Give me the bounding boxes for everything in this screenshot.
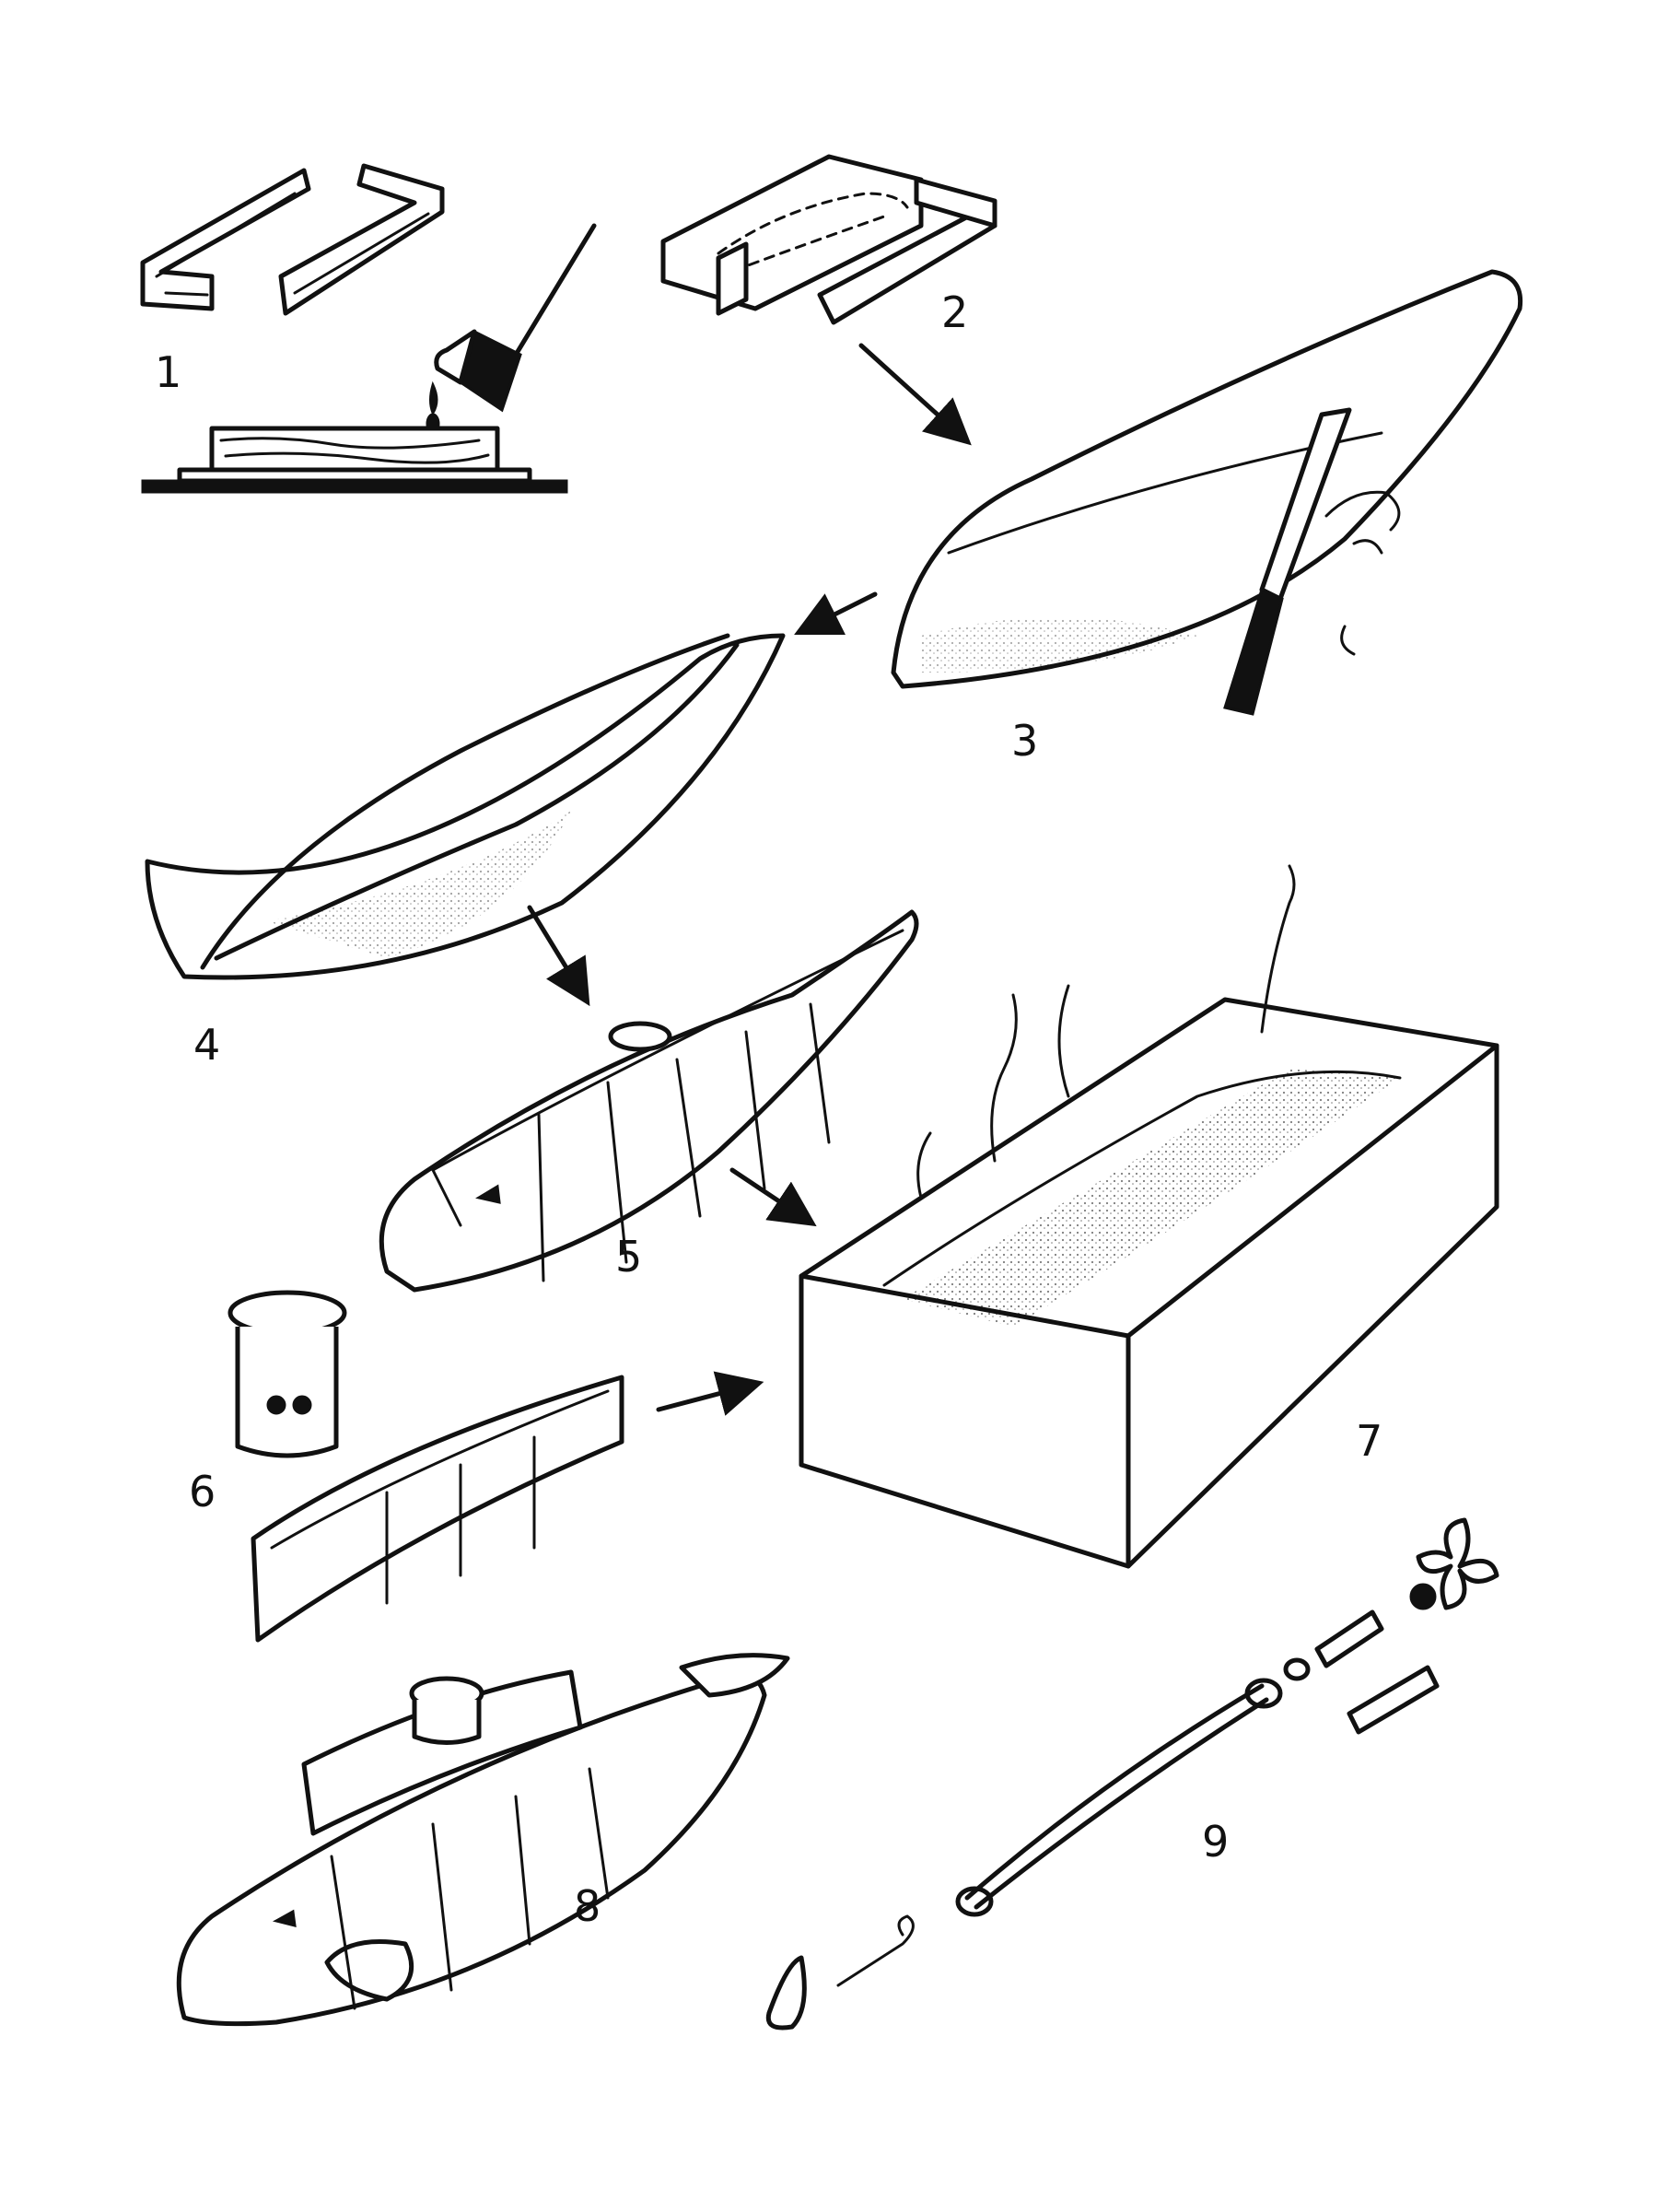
step-label-8: 8 bbox=[574, 1881, 601, 1931]
step-7-group: 7 bbox=[799, 864, 1499, 1569]
step-9-group: 9 bbox=[765, 1517, 1499, 2031]
step-6-group: 6 bbox=[189, 1290, 624, 1643]
rubber-band-motor-parts-icon bbox=[765, 1517, 1499, 2031]
conning-tower-cap-icon bbox=[227, 1290, 347, 1458]
wax-bath-tray-icon bbox=[799, 864, 1499, 1569]
carved-hull-icon bbox=[891, 269, 1523, 689]
step-1-group: 1 bbox=[140, 163, 597, 494]
glue-pot-icon bbox=[426, 223, 597, 435]
wooden-mold-frame-icon bbox=[140, 163, 445, 316]
step-label-6: 6 bbox=[189, 1467, 216, 1516]
finished-submarine-icon bbox=[176, 1653, 790, 2027]
arrow-2-to-3 bbox=[858, 343, 972, 446]
flow-arrows bbox=[527, 343, 972, 1416]
step-label-3: 3 bbox=[1011, 716, 1038, 766]
carving-knife-icon bbox=[1223, 407, 1401, 716]
split-hollow-hull-icon bbox=[145, 633, 786, 980]
arrow-5-to-7 bbox=[729, 1167, 817, 1227]
open-deck-frame-icon bbox=[251, 1375, 624, 1643]
step-5-group: 5 bbox=[379, 909, 919, 1293]
step-label-4: 4 bbox=[193, 1020, 220, 1070]
step-label-1: 1 bbox=[155, 347, 181, 397]
laminated-wood-block-icon bbox=[141, 426, 568, 494]
step-label-5: 5 bbox=[615, 1232, 642, 1282]
step-4-group: 4 bbox=[145, 633, 786, 1070]
step-2-group: 2 bbox=[660, 154, 997, 337]
step-label-2: 2 bbox=[941, 287, 968, 337]
arrow-6-to-7 bbox=[656, 1371, 764, 1416]
laminated-wood-block-icon bbox=[660, 154, 997, 325]
step-3-group: 3 bbox=[891, 269, 1523, 766]
step-label-9: 9 bbox=[1202, 1817, 1229, 1867]
arrow-4-to-5 bbox=[527, 905, 590, 1007]
step-8-group: 8 bbox=[176, 1653, 790, 2027]
planked-hull-icon bbox=[379, 909, 919, 1293]
step-label-7: 7 bbox=[1356, 1416, 1382, 1466]
arrow-3-to-4 bbox=[794, 591, 878, 635]
